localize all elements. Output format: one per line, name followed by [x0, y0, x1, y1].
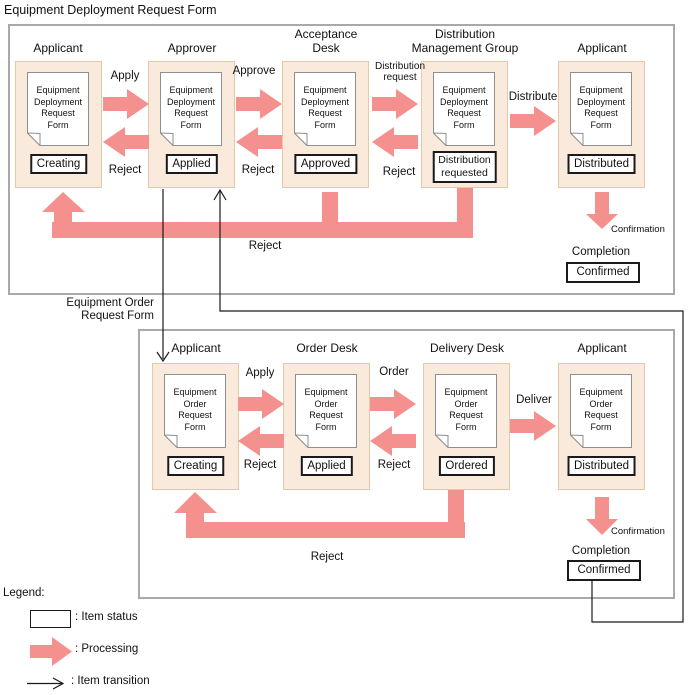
- approve-arrow-icon: [236, 89, 282, 119]
- reject-main-label: Reject: [310, 551, 344, 563]
- reject-arrow-icon: [103, 127, 149, 157]
- status-box-ordered: Ordered: [438, 456, 495, 476]
- document-icon: Equipment Order Request Form: [164, 374, 226, 448]
- workflow2-panel-applicant-2: Equipment Order Request Form Distributed: [558, 363, 645, 490]
- status-box-distributed: Distributed: [567, 456, 636, 476]
- workflow1-panel-distribution-management-group: Equipment Deployment Request Form Distri…: [421, 61, 508, 188]
- document-label: Equipment Deployment Request Form: [439, 85, 489, 130]
- legend-item-status-label: : Item status: [75, 611, 138, 623]
- confirmation-label: Confirmation: [611, 526, 665, 537]
- document-icon: Equipment Deployment Request Form: [27, 72, 89, 146]
- distribution-request-label: Distribution request: [374, 61, 426, 83]
- workflow2-header-applicant-1: Applicant: [171, 340, 221, 355]
- workflow1-header-distribution-management-group: Distribution Management Group: [411, 27, 519, 55]
- reject-label: Reject: [382, 166, 416, 178]
- workflow1-header-acceptance-desk: Acceptance Desk: [294, 27, 358, 55]
- status-box-confirmed: Confirmed: [566, 262, 640, 283]
- workflow2-title: Equipment Order Request Form: [66, 297, 154, 322]
- apply-arrow-icon: [238, 389, 284, 419]
- workflow1-header-applicant-1: Applicant: [33, 40, 83, 55]
- deliver-label: Deliver: [516, 394, 552, 406]
- status-box-distributed: Distributed: [567, 154, 636, 174]
- document-icon: Equipment Deployment Request Form: [160, 72, 222, 146]
- distribute-arrow-icon: [510, 106, 556, 136]
- completion-label: Completion: [571, 545, 631, 557]
- workflow1-panel-applicant-1: Equipment Deployment Request Form Creati…: [15, 61, 102, 188]
- order-label: Order: [379, 366, 409, 378]
- workflow2-header-applicant-2: Applicant: [577, 340, 627, 355]
- status-box-creating: Creating: [29, 154, 88, 174]
- document-icon: Equipment Order Request Form: [435, 374, 497, 448]
- status-box-creating: Creating: [166, 456, 225, 476]
- document-label: Equipment Deployment Request Form: [576, 85, 626, 130]
- document-icon: Equipment Deployment Request Form: [433, 72, 495, 146]
- apply-label: Apply: [245, 367, 275, 379]
- document-label: Equipment Deployment Request Form: [33, 85, 83, 130]
- legend-item-status-box: [30, 610, 71, 628]
- reject-arrow-icon: [238, 426, 284, 456]
- document-icon: Equipment Order Request Form: [295, 374, 357, 448]
- reject-arrow-icon: [370, 426, 416, 456]
- completion-label: Completion: [571, 246, 631, 258]
- document-label: Equipment Deployment Request Form: [166, 85, 216, 130]
- reject-arrow-icon: [372, 127, 418, 157]
- distribution-request-arrow-icon: [372, 89, 418, 119]
- distribute-label: Distribute: [508, 91, 558, 103]
- reject-label: Reject: [108, 164, 142, 176]
- status-box-applied: Applied: [165, 154, 218, 174]
- legend-processing-label: : Processing: [75, 643, 139, 655]
- legend-processing-arrow-icon: [30, 637, 72, 666]
- document-label: Equipment Order Request Form: [173, 387, 217, 432]
- workflow1-panel-acceptance-desk: Equipment Deployment Request Form Approv…: [282, 61, 369, 188]
- confirmation-label: Confirmation: [611, 224, 665, 235]
- document-label: Equipment Deployment Request Form: [300, 85, 350, 130]
- reject-label: Reject: [243, 459, 277, 471]
- legend-title: Legend:: [3, 587, 45, 599]
- workflow1-panel-applicant-2: Equipment Deployment Request Form Distri…: [558, 61, 645, 188]
- status-box-applied: Applied: [300, 456, 353, 476]
- document-icon: Equipment Deployment Request Form: [570, 72, 632, 146]
- document-icon: Equipment Order Request Form: [570, 374, 632, 448]
- reject-arrow-icon: [236, 127, 282, 157]
- apply-arrow-icon: [103, 89, 149, 119]
- workflow1-title: Equipment Deployment Request Form: [4, 3, 217, 17]
- apply-label: Apply: [110, 70, 140, 82]
- approve-label: Approve: [232, 65, 276, 77]
- status-box-distribution-requested: Distribution requested: [432, 151, 497, 183]
- legend-item-transition-label: : Item transition: [71, 675, 150, 687]
- order-arrow-icon: [370, 389, 416, 419]
- document-icon: Equipment Deployment Request Form: [294, 72, 356, 146]
- deliver-arrow-icon: [510, 411, 556, 441]
- document-label: Equipment Order Request Form: [304, 387, 348, 432]
- reject-main-label: Reject: [248, 240, 282, 252]
- workflow1-header-applicant-2: Applicant: [577, 40, 627, 55]
- reject-label: Reject: [377, 459, 411, 471]
- status-box-approved: Approved: [293, 154, 358, 174]
- workflow1-panel-approver: Equipment Deployment Request Form Applie…: [148, 61, 235, 188]
- workflow1-header-approver: Approver: [167, 40, 217, 55]
- reject-label: Reject: [241, 164, 275, 176]
- legend-item-transition-arrow-icon: [27, 677, 65, 690]
- status-box-confirmed: Confirmed: [567, 560, 641, 581]
